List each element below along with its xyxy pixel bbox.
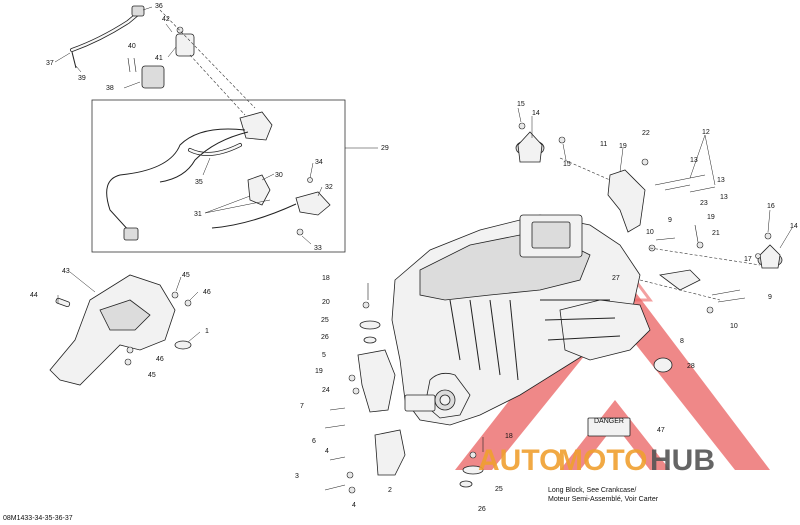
callout-34: 34: [315, 159, 323, 166]
callout-13b: 13: [717, 177, 725, 184]
callout-11: 11: [600, 141, 607, 148]
callout-41: 41: [155, 55, 163, 62]
sensor-harness-group: [91, 99, 346, 253]
callout-5: 5: [322, 352, 326, 359]
watermark-text: AUTO MOTO HUB: [478, 444, 715, 477]
callout-12: 12: [702, 129, 710, 136]
callout-4b: 4: [352, 502, 356, 509]
callout-36: 36: [155, 3, 163, 10]
callout-14b: 14: [790, 223, 798, 230]
callout-46b: 46: [156, 356, 164, 363]
callout-30: 30: [275, 172, 283, 179]
callout-26b: 26: [478, 506, 486, 513]
engine-mounts: [324, 283, 484, 494]
callout-31: 31: [194, 211, 202, 218]
callout-22: 22: [642, 130, 650, 137]
callout-4: 4: [325, 448, 329, 455]
hose-assembly-top: [70, 5, 256, 116]
callout-19: 19: [619, 143, 627, 150]
diagram-code: 08M1433-34-35-36-37: [3, 515, 73, 522]
callout-45: 45: [182, 272, 190, 279]
callout-6: 6: [312, 438, 316, 445]
callout-35: 35: [195, 179, 203, 186]
callout-32: 32: [325, 184, 333, 191]
callout-20: 20: [322, 299, 330, 306]
callout-25: 25: [321, 317, 329, 324]
callout-28: 28: [687, 363, 695, 370]
callout-19b: 19: [707, 214, 715, 221]
callout-19c: 19: [315, 368, 323, 375]
note-line-2: Moteur Semi-Assemblé, Voir Carter: [548, 496, 659, 503]
callout-38: 38: [106, 85, 114, 92]
callout-39: 39: [78, 75, 86, 82]
watermark-hub: HUB: [650, 444, 715, 477]
callout-37: 37: [46, 60, 54, 67]
callout-8: 8: [680, 338, 684, 345]
watermark-auto: AUTO: [478, 444, 562, 477]
callout-42: 42: [162, 16, 170, 23]
engine-support-bracket: [49, 274, 192, 386]
callout-1: 1: [205, 328, 209, 335]
callout-46: 46: [203, 289, 211, 296]
callout-10b: 10: [730, 323, 738, 330]
callout-44: 44: [30, 292, 38, 299]
leader-lines: [54, 6, 793, 343]
callout-13c: 13: [720, 194, 728, 201]
note-line-1: Long Block, See Crankcase/: [548, 487, 636, 494]
callout-16: 16: [767, 203, 775, 210]
callout-43: 43: [62, 268, 70, 275]
callout-13a: 13: [690, 157, 698, 164]
callout-10: 10: [646, 229, 654, 236]
callout-3: 3: [295, 473, 299, 480]
callout-24: 24: [322, 387, 330, 394]
callout-40: 40: [128, 43, 136, 50]
callout-15: 15: [517, 101, 525, 108]
callout-7: 7: [300, 403, 304, 410]
callout-23: 23: [700, 200, 708, 207]
callout-25b: 25: [495, 486, 503, 493]
callout-47: 47: [657, 427, 665, 434]
callout-21: 21: [712, 230, 720, 237]
callout-18: 18: [322, 275, 330, 282]
callout-9: 9: [668, 217, 672, 224]
callout-26: 26: [321, 334, 329, 341]
engine-block: [391, 214, 673, 437]
callout-27: 27: [612, 275, 620, 282]
callout-14: 14: [532, 110, 540, 117]
right-side-mounts: [515, 122, 783, 314]
callout-2: 2: [388, 487, 392, 494]
label-plate-text: DANGER: [594, 418, 624, 425]
callout-33: 33: [314, 245, 322, 252]
callout-9b: 9: [768, 294, 772, 301]
callout-17: 17: [744, 256, 752, 263]
callout-29: 29: [381, 145, 389, 152]
callout-45b: 45: [148, 372, 156, 379]
watermark-moto: MOTO: [558, 444, 647, 477]
callout-15b: 15: [563, 161, 571, 168]
callout-labels: 36 42 37 40 39 38 41 29 35 30 34 31 32 3…: [30, 3, 798, 513]
callout-18b: 18: [505, 433, 513, 440]
